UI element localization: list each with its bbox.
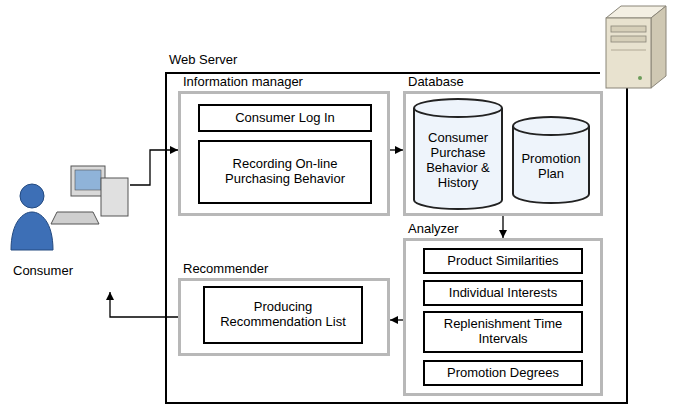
- process-box: Recording On-line Purchasing Behavior: [198, 140, 372, 204]
- cylinder-rim: [513, 126, 589, 135]
- cylinder-body: [513, 117, 589, 203]
- flow-arrow: [390, 149, 403, 150]
- group-heading: Analyzer: [408, 222, 459, 237]
- module-group: Product SimilaritiesIndividual Interests…: [403, 238, 603, 396]
- node-label: Consumer: [13, 264, 73, 279]
- group-heading: Information manager: [183, 75, 303, 90]
- process-box: Promotion Degrees: [423, 360, 583, 386]
- server-frame: Consumer Log In Recording On-line Purchas…: [165, 72, 628, 404]
- server-frame-right: [626, 88, 628, 404]
- flow-arrow: [502, 216, 503, 238]
- node-label: Consumer Purchase Behavior & History: [413, 131, 503, 191]
- person-head: [20, 184, 44, 208]
- process-box: Product Similarities: [423, 248, 583, 274]
- flow-arrow: [110, 292, 178, 317]
- cylinder-body: [414, 99, 502, 209]
- node-label: Promotion Plan: [512, 152, 590, 182]
- process-box: Individual Interests: [423, 280, 583, 306]
- module-group: Consumer Log In Recording On-line Purchas…: [178, 91, 390, 216]
- keyboard: [51, 212, 99, 224]
- group-heading: Web Server: [169, 53, 237, 68]
- module-group: Producing Recommendation ListRecommender: [178, 278, 390, 356]
- server-icon: [606, 6, 666, 88]
- node-label: Consumer Log In: [235, 111, 335, 126]
- cylinder-rim: [414, 108, 502, 117]
- node-label: Replenishment Time Intervals: [425, 317, 581, 347]
- node-label: Producing Recommendation List: [205, 300, 361, 330]
- node-label: Individual Interests: [449, 286, 557, 301]
- server-frame-top: [165, 72, 600, 74]
- flow-arrow: [390, 319, 403, 320]
- group-heading: Recommender: [183, 262, 268, 277]
- process-box: Replenishment Time Intervals: [423, 311, 583, 353]
- group-heading: Database: [408, 75, 464, 90]
- database-cylinder: Consumer Purchase Behavior & History: [413, 98, 503, 210]
- process-box: Producing Recommendation List: [203, 286, 363, 344]
- node-label: Promotion Degrees: [447, 366, 559, 381]
- process-box: Consumer Log In: [198, 104, 372, 132]
- database-cylinder: Promotion Plan: [512, 116, 590, 204]
- node-label: Recording On-line Purchasing Behavior: [200, 157, 370, 187]
- flow-arrow: [130, 150, 178, 185]
- computer-case: [101, 178, 128, 216]
- monitor-screen: [75, 170, 101, 190]
- monitor: [71, 166, 105, 196]
- node-label: Product Similarities: [447, 254, 558, 269]
- actor-node: Consumer: [5, 160, 130, 292]
- person-body: [11, 212, 53, 250]
- module-group: Consumer Purchase Behavior & History Prom…: [403, 91, 603, 216]
